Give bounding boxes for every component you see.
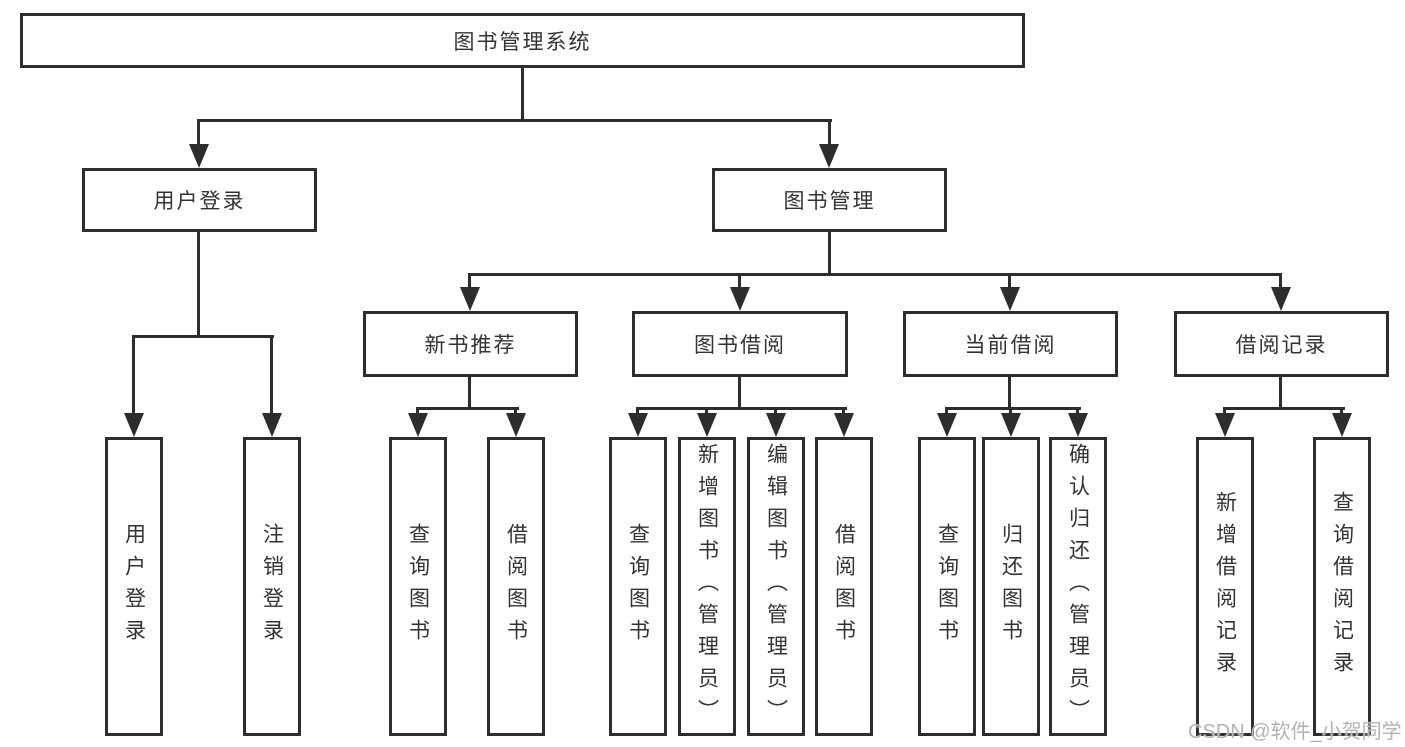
connector-line: [270, 335, 273, 419]
arrowhead-down-icon: [730, 287, 750, 311]
arrowhead-down-icon: [834, 413, 854, 437]
leaf-borrow-book-under-borrow: 借阅图书: [815, 437, 873, 736]
arrowhead-down-icon: [1001, 413, 1021, 437]
leaf-return-book: 归还图书: [982, 437, 1040, 736]
arrowhead-down-icon: [1068, 413, 1088, 437]
node-new-book-recommend: 新书推荐: [363, 311, 578, 377]
connector-line: [945, 407, 1081, 410]
arrowhead-down-icon: [124, 413, 144, 437]
arrowhead-down-icon: [1000, 287, 1020, 311]
arrowhead-down-icon: [189, 144, 209, 168]
arrowhead-down-icon: [819, 144, 839, 168]
connector-line: [416, 407, 519, 410]
connector-line: [521, 68, 524, 121]
connector-line: [197, 119, 200, 151]
connector-line: [828, 232, 831, 275]
node-current-borrow: 当前借阅: [903, 311, 1118, 377]
arrowhead-down-icon: [937, 413, 957, 437]
connector-line: [132, 335, 274, 338]
connector-line: [132, 335, 135, 419]
connector-line: [197, 232, 200, 337]
leaf-add-book-admin: 新增图书（管理员）: [678, 437, 736, 736]
arrowhead-down-icon: [262, 413, 282, 437]
arrowhead-down-icon: [460, 287, 480, 311]
leaf-query-book-under-current: 查询图书: [918, 437, 976, 736]
leaf-add-borrow-record: 新增借阅记录: [1196, 437, 1254, 736]
leaf-query-borrow-record: 查询借阅记录: [1313, 437, 1371, 736]
connector-line: [468, 273, 471, 291]
connector-line: [1279, 273, 1282, 291]
node-book-borrow: 图书借阅: [632, 311, 848, 377]
watermark: CSDN @软件_小贺同学: [1188, 721, 1402, 743]
connector-line: [1008, 377, 1011, 409]
connector-line: [1223, 407, 1345, 410]
arrowhead-down-icon: [506, 413, 526, 437]
connector-line: [468, 377, 471, 409]
leaf-edit-book-admin: 编辑图书（管理员）: [747, 437, 805, 736]
arrowhead-down-icon: [628, 413, 648, 437]
node-user-login: 用户登录: [82, 168, 317, 232]
arrowhead-down-icon: [697, 413, 717, 437]
arrowhead-down-icon: [1215, 413, 1235, 437]
arrowhead-down-icon: [1332, 413, 1352, 437]
leaf-confirm-return-admin: 确认归还（管理员）: [1049, 437, 1107, 736]
node-borrow-records: 借阅记录: [1174, 311, 1389, 377]
node-root-system: 图书管理系统: [20, 13, 1025, 68]
connector-line: [1279, 377, 1282, 409]
connector-line: [636, 407, 847, 410]
connector-line: [738, 273, 741, 291]
leaf-borrow-book-under-recommend: 借阅图书: [487, 437, 545, 736]
connector-line: [197, 119, 832, 122]
connector-line: [828, 119, 831, 151]
arrowhead-down-icon: [1271, 287, 1291, 311]
connector-line: [1008, 273, 1011, 291]
connector-line: [468, 273, 1282, 276]
node-book-management: 图书管理: [712, 168, 947, 232]
leaf-query-book-under-recommend: 查询图书: [389, 437, 447, 736]
leaf-user-login: 用户登录: [105, 437, 163, 736]
arrowhead-down-icon: [766, 413, 786, 437]
leaf-query-book-under-borrow: 查询图书: [609, 437, 667, 736]
arrowhead-down-icon: [408, 413, 428, 437]
leaf-logout-login: 注销登录: [243, 437, 301, 736]
connector-line: [738, 377, 741, 409]
